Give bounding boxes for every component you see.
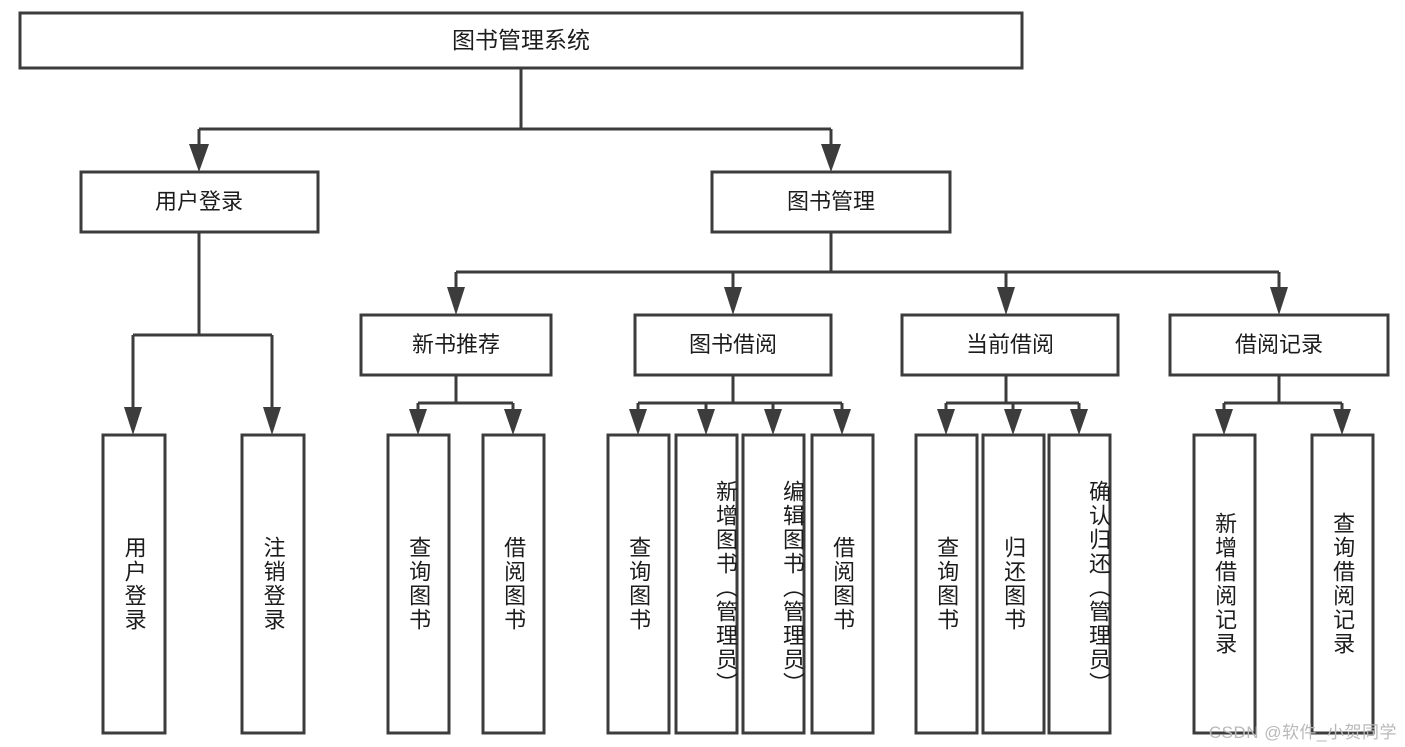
arrow-to-leaf-user-login	[124, 407, 142, 435]
leaf-edit-book-box[interactable]	[741, 433, 806, 735]
arrow-to-leaf-query-borrow-record	[1333, 409, 1351, 435]
node-borrow-record-label: 借阅记录	[1235, 332, 1323, 357]
node-book-borrow[interactable]: 图书借阅	[633, 313, 833, 377]
arrow-to-leaf-add-borrow-record	[1215, 409, 1233, 435]
arrow-to-leaf-query-book-3	[937, 409, 955, 435]
leaf-query-book-1-box[interactable]	[386, 433, 451, 735]
node-new-book-recommend[interactable]: 新书推荐	[359, 313, 553, 377]
arrow-to-leaf-query-book-1	[409, 409, 427, 435]
arrow-to-leaf-borrow-book-2	[833, 409, 851, 435]
arrow-to-leaf-logout-login	[263, 407, 281, 435]
node-new-book-recommend-box[interactable]	[359, 313, 553, 377]
leaf-user-login-box[interactable]	[101, 433, 167, 735]
node-user-login-label: 用户登录	[155, 189, 243, 214]
arrow-to-current-borrow	[997, 287, 1015, 315]
arrow-to-leaf-borrow-book-1	[504, 409, 522, 435]
node-new-book-recommend-label: 新书推荐	[412, 332, 500, 357]
node-borrow-record-box[interactable]	[1168, 313, 1390, 377]
node-root-label: 图书管理系统	[452, 27, 590, 53]
arrow-to-leaf-return-book	[1004, 409, 1022, 435]
node-book-management-box[interactable]	[710, 170, 952, 234]
arrow-to-book-management	[821, 144, 841, 172]
node-user-login[interactable]: 用户登录	[79, 170, 320, 234]
leaf-box-layer	[101, 433, 1375, 735]
leaf-add-borrow-record-box[interactable]	[1192, 433, 1257, 735]
node-root[interactable]: 图书管理系统	[18, 11, 1024, 70]
arrow-to-leaf-edit-book	[764, 409, 782, 435]
node-borrow-record[interactable]: 借阅记录	[1168, 313, 1390, 377]
leaf-query-book-3-box[interactable]	[914, 433, 979, 735]
node-current-borrow-label: 当前借阅	[966, 332, 1054, 357]
leaf-query-borrow-record-box[interactable]	[1310, 433, 1375, 735]
node-current-borrow-box[interactable]	[900, 313, 1120, 377]
leaf-query-book-2-box[interactable]	[606, 433, 671, 735]
leaf-borrow-book-1-box[interactable]	[481, 433, 546, 735]
csdn-watermark: CSDN @软件_小贺同学	[1208, 723, 1397, 742]
arrow-to-leaf-add-book	[697, 409, 715, 435]
leaf-logout-login-box[interactable]	[240, 433, 306, 735]
node-book-management[interactable]: 图书管理	[710, 170, 952, 234]
node-root-box[interactable]	[18, 11, 1024, 70]
arrow-to-book-borrow	[724, 287, 742, 315]
arrow-to-new-book-recommend	[447, 287, 465, 315]
node-book-borrow-label: 图书借阅	[689, 332, 777, 357]
arrow-to-leaf-confirm-return	[1070, 409, 1088, 435]
leaf-add-book-box[interactable]	[674, 433, 739, 735]
arrow-to-leaf-query-book-2	[629, 409, 647, 435]
node-book-borrow-box[interactable]	[633, 313, 833, 377]
node-user-login-box[interactable]	[79, 170, 320, 234]
leaf-return-book-box[interactable]	[981, 433, 1046, 735]
leaf-confirm-return-box[interactable]	[1047, 433, 1112, 735]
arrow-to-borrow-record	[1270, 287, 1288, 315]
connector-layer	[124, 68, 1351, 435]
arrow-to-user-login	[189, 144, 209, 172]
node-current-borrow[interactable]: 当前借阅	[900, 313, 1120, 377]
leaf-borrow-book-2-box[interactable]	[810, 433, 875, 735]
node-book-management-label: 图书管理	[787, 189, 875, 214]
